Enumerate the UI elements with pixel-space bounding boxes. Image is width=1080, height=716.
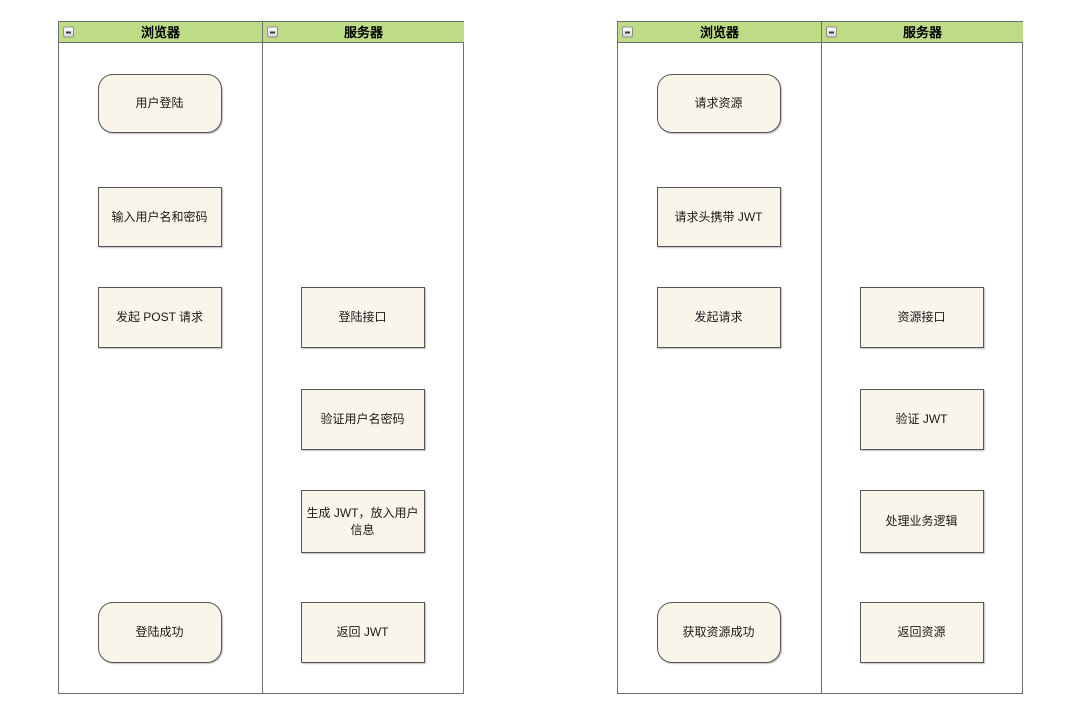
minus-glyph bbox=[829, 31, 834, 33]
flow-node-header-carries-jwt[interactable]: 请求头携带 JWT bbox=[656, 187, 781, 247]
flow-node-label: 处理业务逻辑 bbox=[885, 514, 958, 529]
lane-title: 浏览器 bbox=[140, 24, 180, 40]
flow-node-label: 登陆成功 bbox=[135, 625, 184, 640]
lane-server[interactable]: 服务器 bbox=[821, 22, 1023, 693]
flow-node-get-resource-success[interactable]: 获取资源成功 bbox=[656, 602, 781, 663]
flow-node-label: 返回资源 bbox=[897, 625, 946, 640]
minus-glyph bbox=[66, 31, 71, 33]
flow-node-request-resource[interactable]: 请求资源 bbox=[656, 74, 781, 133]
lane-header[interactable]: 服务器 bbox=[263, 22, 464, 43]
flow-node-label: 获取资源成功 bbox=[682, 625, 755, 640]
flow-node-enter-credentials[interactable]: 输入用户名和密码 bbox=[97, 187, 222, 247]
flow-node-label: 验证 JWT bbox=[895, 412, 948, 427]
flow-node-label: 资源接口 bbox=[897, 310, 946, 325]
flow-node-label: 请求资源 bbox=[694, 96, 743, 111]
flow-node-login-api[interactable]: 登陆接口 bbox=[300, 287, 425, 348]
flow-node-send-request[interactable]: 发起请求 bbox=[656, 287, 781, 348]
lane-header[interactable]: 服务器 bbox=[822, 22, 1023, 43]
flow-node-return-resource[interactable]: 返回资源 bbox=[859, 602, 984, 663]
flow-node-verify-credentials[interactable]: 验证用户名密码 bbox=[300, 389, 425, 450]
flow-node-label: 发起 POST 请求 bbox=[115, 310, 204, 325]
flow-node-label: 输入用户名和密码 bbox=[111, 209, 208, 224]
collapse-icon[interactable] bbox=[63, 26, 74, 38]
flow-node-label: 请求头携带 JWT bbox=[674, 209, 763, 224]
flow-node-label: 登陆接口 bbox=[338, 310, 387, 325]
lane-title: 服务器 bbox=[343, 24, 383, 40]
swimlane-pool-jwt-resource-flow[interactable]: 浏览器 服务器 bbox=[617, 21, 1023, 694]
flow-node-label: 验证用户名密码 bbox=[320, 412, 405, 427]
flow-node-verify-jwt[interactable]: 验证 JWT bbox=[859, 389, 984, 450]
swimlane-pool-jwt-login-flow[interactable]: 浏览器 服务器 bbox=[58, 21, 464, 694]
flow-node-resource-api[interactable]: 资源接口 bbox=[859, 287, 984, 348]
flow-node-return-jwt[interactable]: 返回 JWT bbox=[300, 602, 425, 663]
flow-node-user-login[interactable]: 用户登陆 bbox=[97, 74, 222, 133]
lane-browser[interactable]: 浏览器 bbox=[59, 22, 262, 693]
collapse-icon[interactable] bbox=[826, 26, 837, 38]
collapse-icon[interactable] bbox=[622, 26, 633, 38]
flow-node-label: 发起请求 bbox=[694, 310, 743, 325]
flow-node-label: 生成 JWT，放入用户信息 bbox=[306, 506, 419, 537]
lane-header[interactable]: 浏览器 bbox=[618, 22, 821, 43]
lane-server[interactable]: 服务器 bbox=[262, 22, 464, 693]
collapse-icon[interactable] bbox=[267, 26, 278, 38]
lane-title: 浏览器 bbox=[699, 24, 739, 40]
minus-glyph bbox=[270, 31, 275, 33]
lane-title: 服务器 bbox=[902, 24, 942, 40]
flow-node-send-post-request[interactable]: 发起 POST 请求 bbox=[97, 287, 222, 348]
flow-node-label: 返回 JWT bbox=[336, 625, 389, 640]
flow-node-label: 用户登陆 bbox=[135, 96, 184, 111]
lane-header[interactable]: 浏览器 bbox=[59, 22, 262, 43]
flow-node-handle-business-logic[interactable]: 处理业务逻辑 bbox=[859, 490, 984, 553]
lane-browser[interactable]: 浏览器 bbox=[618, 22, 821, 693]
flow-node-generate-jwt[interactable]: 生成 JWT，放入用户信息 bbox=[300, 490, 425, 553]
minus-glyph bbox=[625, 31, 630, 33]
flow-node-login-success[interactable]: 登陆成功 bbox=[97, 602, 222, 663]
